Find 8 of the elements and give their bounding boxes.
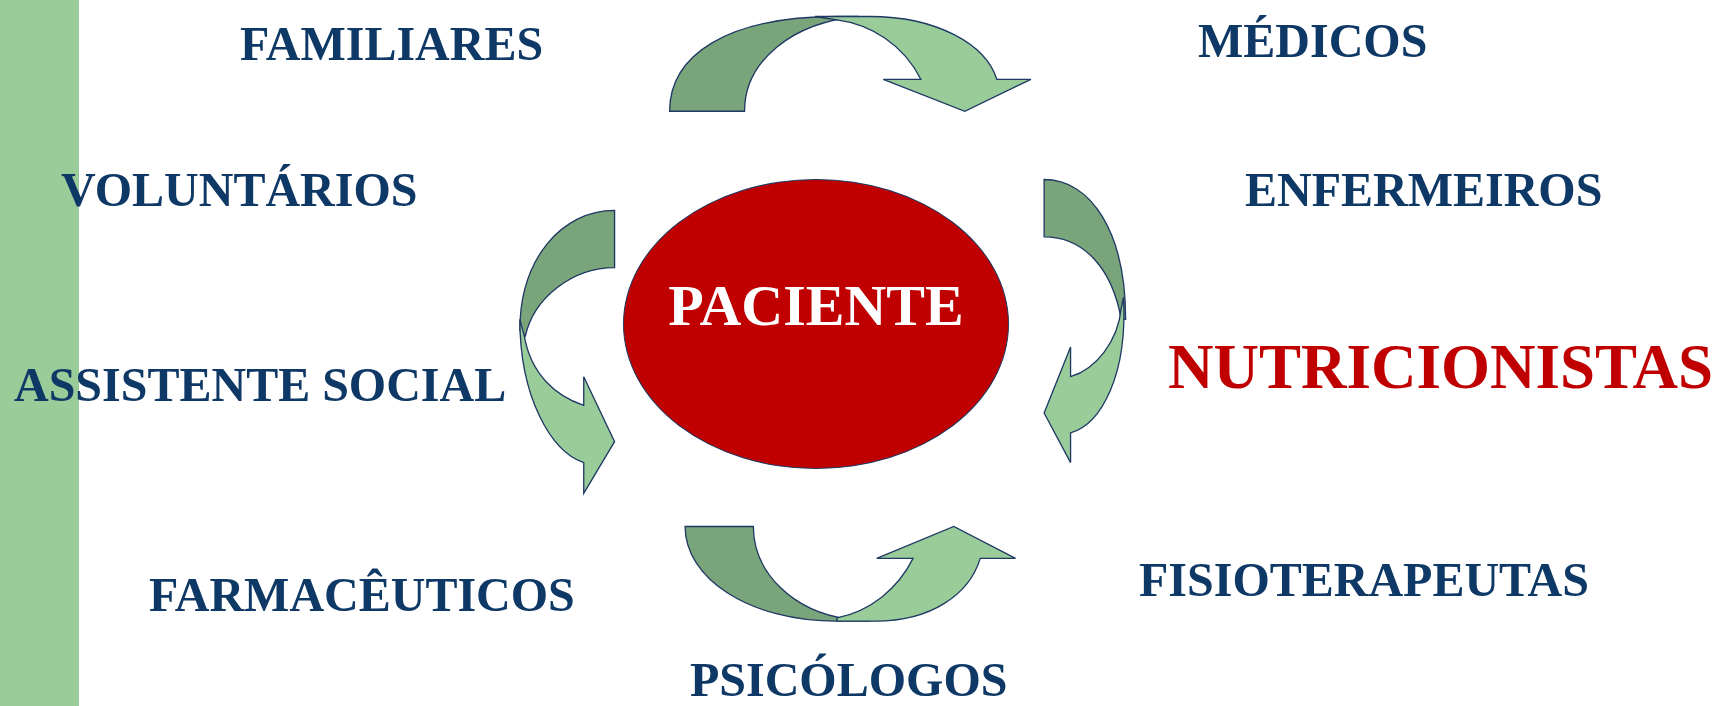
role-label: VOLUNTÁRIOS xyxy=(61,166,418,214)
node-label: PACIENTE xyxy=(668,277,964,335)
role-label: FAMILIARES xyxy=(240,20,544,68)
role-label: FISIOTERAPEUTAS xyxy=(1139,556,1589,604)
role-label: MÉDICOS xyxy=(1198,17,1428,65)
role-label: NUTRICIONISTAS xyxy=(1168,335,1713,399)
role-label: ASSISTENTE SOCIAL xyxy=(14,361,507,409)
role-label: ENFERMEIROS xyxy=(1245,166,1603,214)
